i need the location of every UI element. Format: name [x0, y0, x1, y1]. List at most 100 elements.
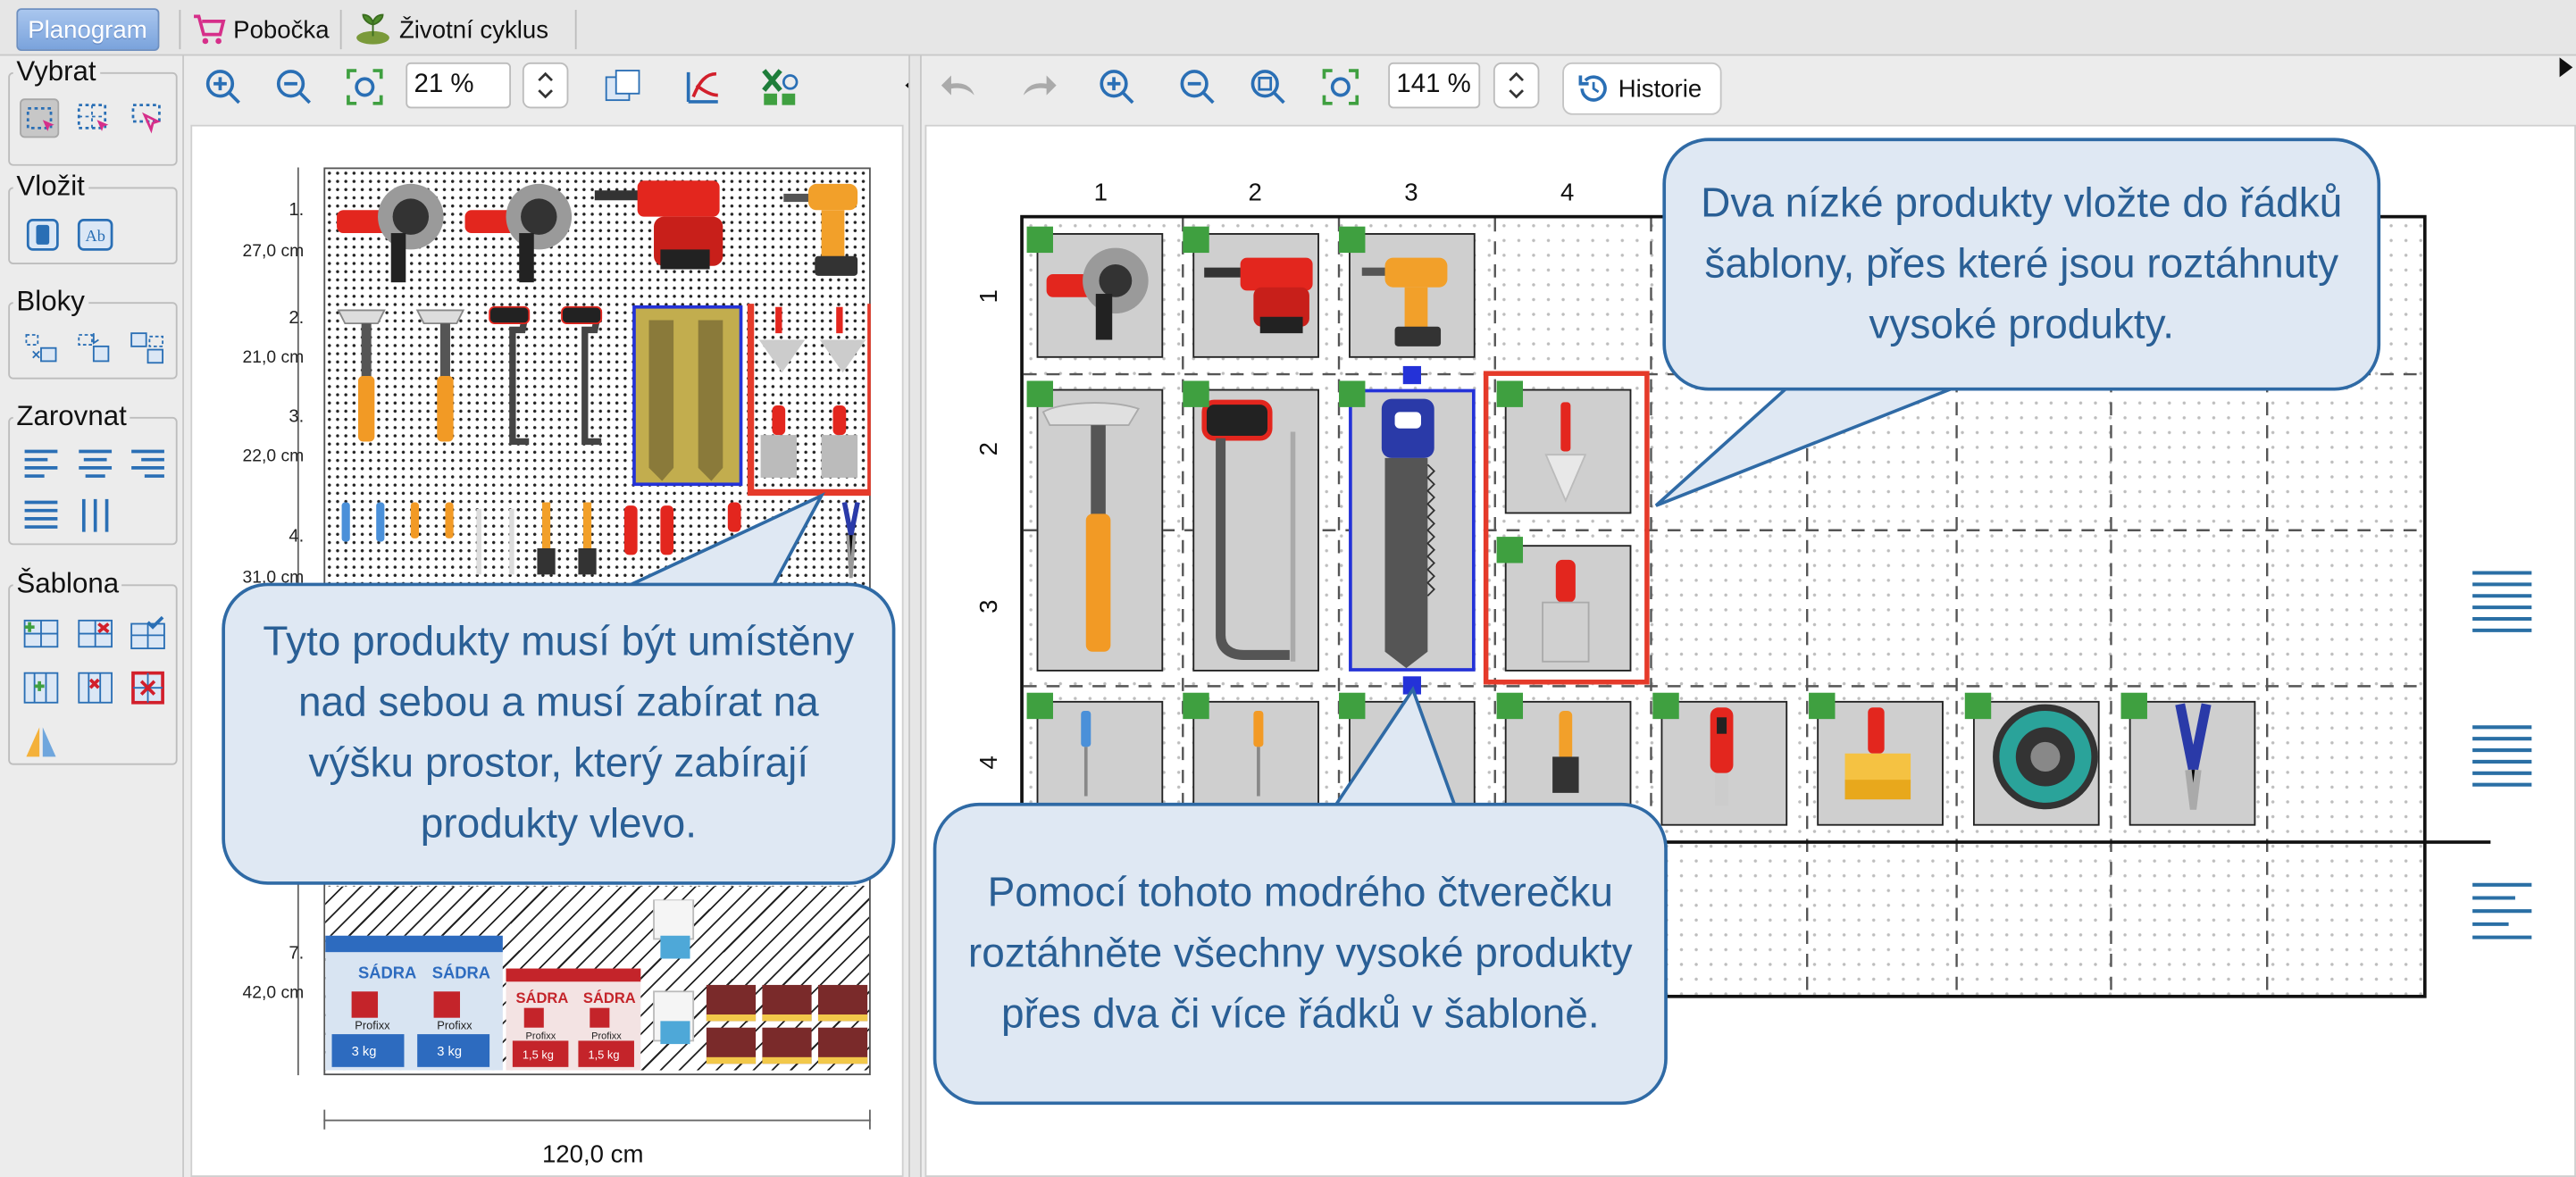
callout-stack-products: Tyto produkty musí být umístěny nad sebo…	[222, 582, 896, 885]
copy-view-icon[interactable]	[601, 66, 644, 109]
svg-text:1,5 kg: 1,5 kg	[523, 1048, 554, 1062]
align-right-icon[interactable]	[128, 445, 167, 484]
undo-icon[interactable]	[938, 66, 981, 109]
shelf-2-number: 2.	[289, 308, 305, 329]
block-add-icon[interactable]	[21, 329, 61, 368]
cordless-drill-icon	[783, 183, 858, 276]
align-left-icon[interactable]	[21, 445, 61, 484]
brush-icon	[537, 502, 597, 575]
svg-text:3 kg: 3 kg	[437, 1045, 462, 1059]
trowel-icon	[1544, 402, 1587, 503]
spatula-icon	[1844, 707, 1911, 800]
shelf-4-number: 4.	[289, 527, 305, 547]
block-move-icon[interactable]	[74, 329, 113, 368]
green-badge	[1339, 692, 1366, 720]
group-blocks-title: Bloky	[13, 285, 88, 319]
group-select-title: Vybrat	[13, 55, 100, 89]
align-left-marker-icon[interactable]	[2469, 880, 2535, 948]
align-distribute-icon[interactable]	[76, 496, 115, 535]
template-add-column-icon[interactable]	[21, 668, 61, 707]
template-add-row-icon[interactable]	[21, 614, 61, 653]
tape-measure-icon	[1993, 704, 2098, 810]
shelf-3-height: 22,0 cm	[242, 446, 305, 467]
width-ruler-tick	[868, 1109, 871, 1130]
right-zoom-stepper[interactable]	[1493, 62, 1540, 109]
insert-product-icon[interactable]	[23, 215, 63, 255]
green-badge	[1026, 226, 1053, 254]
shelf-7-number: 7.	[289, 943, 305, 964]
callout-insert-low-products: Dva nízké produkty vložte do řádků šablo…	[1662, 138, 2381, 391]
svg-text:Profixx: Profixx	[526, 1031, 556, 1042]
resize-handle-bottom[interactable]	[1402, 676, 1421, 695]
resize-handle-top[interactable]	[1402, 365, 1421, 385]
export-pdf-icon[interactable]	[682, 66, 724, 109]
template-delete-icon[interactable]	[128, 668, 167, 707]
block-split-icon[interactable]	[128, 329, 167, 368]
green-badge	[1183, 692, 1209, 720]
template-mirror-icon[interactable]	[21, 722, 61, 762]
shelf-2-height: 21,0 cm	[242, 347, 305, 368]
pliers-icon	[841, 501, 860, 579]
hammer-drill-icon	[1204, 257, 1313, 334]
green-badge	[1339, 226, 1366, 254]
tab-planogram[interactable]: Planogram	[16, 8, 159, 51]
handsaw-icon	[1381, 398, 1435, 669]
green-badge	[1964, 692, 1992, 720]
expand-right-arrow-icon[interactable]	[2559, 57, 2573, 78]
hacksaw-icon	[561, 305, 603, 446]
tab-zivotni-cyklus[interactable]: Životní cyklus	[353, 8, 548, 51]
cart-icon	[190, 12, 226, 47]
svg-text:SÁDRA: SÁDRA	[583, 989, 636, 1006]
group-align-title: Zarovnat	[13, 400, 130, 434]
align-center-icon[interactable]	[76, 445, 115, 484]
right-zoom-fit-icon[interactable]	[1319, 66, 1362, 109]
trowel-icon	[758, 306, 866, 373]
align-justify-marker-icon[interactable]	[2469, 568, 2535, 637]
tool-palette: Vybrat Vložit Ab Bloky Zarovnat Šablona	[0, 55, 185, 1177]
svg-text:Profixx: Profixx	[591, 1031, 622, 1042]
history-icon	[1576, 71, 1611, 106]
shelf-1-products	[337, 180, 858, 283]
left-zoom-input[interactable]: 21 %	[406, 62, 512, 109]
right-zoom-in-icon[interactable]	[1096, 66, 1139, 109]
zoom-fit-icon[interactable]	[343, 66, 386, 109]
putty-knife-icon	[760, 405, 858, 478]
insert-text-icon[interactable]: Ab	[76, 215, 115, 255]
zoom-reset-icon[interactable]	[1247, 66, 1290, 109]
svg-text:Profixx: Profixx	[437, 1019, 473, 1032]
redo-icon[interactable]	[1017, 66, 1060, 109]
right-zoom-input[interactable]: 141 %	[1388, 62, 1481, 109]
svg-text:SÁDRA: SÁDRA	[358, 964, 416, 982]
export-excel-icon[interactable]	[759, 66, 802, 109]
shelf-1-number: 1.	[289, 200, 305, 221]
zoom-out-icon[interactable]	[272, 66, 315, 109]
hacksaw-icon	[1201, 399, 1296, 662]
red-selection-frame	[747, 304, 871, 497]
shelf-2-3-products	[337, 304, 871, 497]
green-badge	[1496, 692, 1524, 720]
group-insert	[8, 187, 178, 264]
pane-splitter[interactable]	[908, 55, 922, 1177]
select-rectangle-tool[interactable]	[20, 98, 60, 138]
right-zoom-out-icon[interactable]	[1176, 66, 1219, 109]
shelf-4-products	[341, 501, 860, 579]
red-selection-frame	[1483, 371, 1650, 685]
spacer	[13, 72, 20, 79]
align-justify-icon[interactable]	[21, 496, 61, 535]
history-button[interactable]: Historie	[1562, 62, 1722, 115]
pliers-icon	[2175, 703, 2212, 810]
green-badge	[1496, 380, 1524, 407]
shelf-line	[1020, 840, 2491, 844]
tab-pobocka[interactable]: Pobočka	[190, 8, 330, 51]
left-zoom-stepper[interactable]	[522, 62, 569, 109]
align-justify-marker-icon[interactable]	[2469, 722, 2535, 791]
zoom-in-icon[interactable]	[202, 66, 245, 109]
template-check-icon[interactable]	[128, 614, 167, 653]
template-delete-column-icon[interactable]	[76, 668, 115, 707]
select-grid-tool[interactable]	[74, 98, 113, 138]
angle-grinder-icon	[337, 183, 444, 283]
lifecycle-icon	[353, 12, 392, 47]
select-multi-tool[interactable]	[128, 98, 167, 138]
template-delete-row-icon[interactable]	[76, 614, 115, 653]
